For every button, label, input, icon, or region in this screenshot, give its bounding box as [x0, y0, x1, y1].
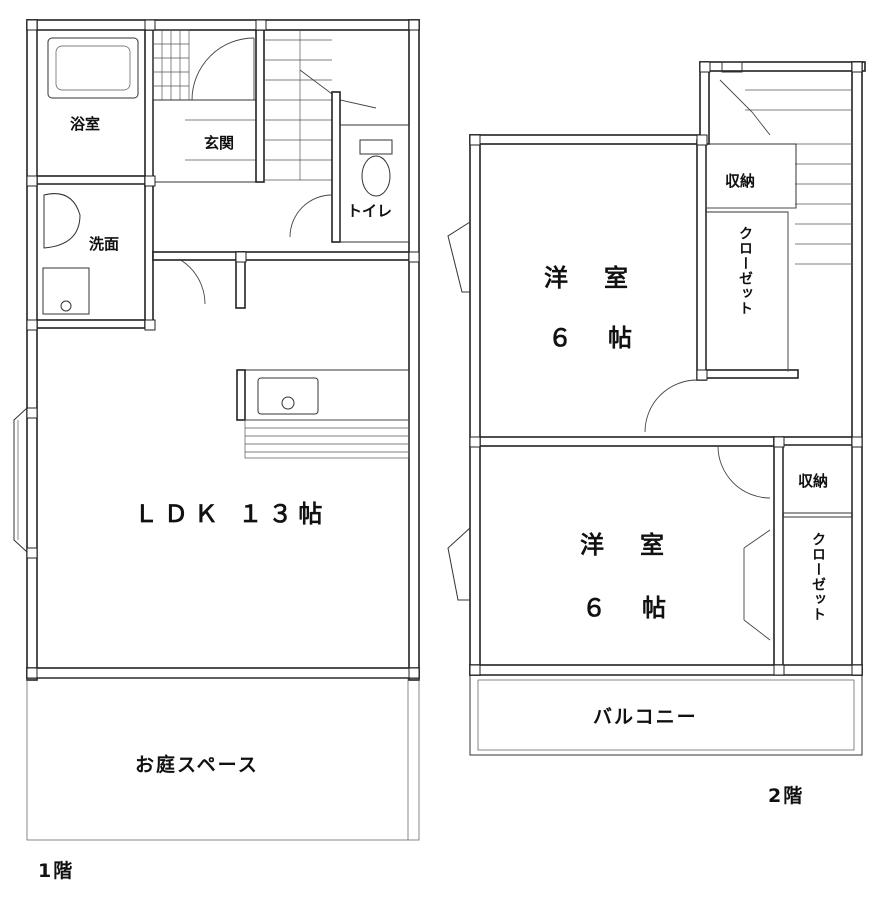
floor1-south-wall: [26, 667, 420, 679]
toilet-door-swing: [289, 194, 333, 238]
closet2-label: クローゼット: [810, 532, 826, 622]
floor1-stairs: [264, 30, 377, 181]
washing-machine-pan: [42, 267, 90, 315]
floor2-west-wall: [469, 134, 481, 676]
room1-door-swing: [644, 379, 698, 433]
bath-label: 浴室: [70, 115, 101, 133]
storage2-north-wall: [782, 436, 853, 446]
kitchen-floor-lines: [244, 419, 410, 459]
entrance-east-wall: [255, 29, 265, 183]
wash-basin: [43, 193, 81, 249]
floor2-north-wall-right: [699, 61, 866, 72]
room2-door-swing: [717, 445, 771, 499]
floor2-east-wall: [851, 61, 863, 676]
closet1-south-wall: [705, 369, 799, 379]
entrance-tiles: [152, 29, 190, 101]
toilet-bowl: [361, 155, 391, 197]
floor1-posts: [26, 19, 420, 679]
room1-east-wall: [696, 139, 707, 381]
storage1-label: 収納: [725, 172, 756, 190]
floor2-plan: [447, 61, 866, 756]
floor1-west-wall: [26, 19, 38, 681]
floor2-stair-west-wall: [699, 61, 710, 145]
floor1-plan: [13, 19, 420, 841]
room2-east-wall: [773, 436, 784, 666]
ldk-label: ＬＤＫ １３帖: [134, 500, 329, 528]
garden-label: お庭スペース: [135, 754, 259, 776]
floor2-bay-window-upper: [447, 221, 471, 293]
storage2-box: [782, 444, 853, 514]
floor2-stairs: [719, 61, 852, 265]
washroom-walls: [36, 183, 150, 325]
floor2-bay-window-lower: [447, 527, 471, 601]
closet1-label: クローゼット: [737, 226, 753, 316]
closet2-doors: [743, 529, 771, 641]
balcony-label: バルコニー: [593, 706, 698, 728]
garden-area: [26, 677, 420, 841]
kitchen-sink: [257, 377, 319, 415]
room2-name-label: 洋 室: [580, 531, 670, 559]
bath-south-wall: [36, 175, 150, 185]
entrance-door-swing: [191, 37, 255, 101]
washroom-east-wall: [144, 183, 154, 329]
toilet-west-wall: [331, 91, 341, 243]
bath-east-wall: [144, 29, 154, 187]
balcony-area: [469, 674, 863, 756]
floor1-bay-window: [13, 407, 28, 553]
floor1-north-wall: [26, 19, 420, 31]
washroom-south-wall: [36, 319, 154, 329]
floor2-posts: [469, 61, 863, 676]
floor1-east-wall: [408, 19, 420, 681]
washroom-label: 洗面: [89, 235, 120, 253]
room1-size-label: ６ 帖: [548, 324, 638, 352]
floor1-label: 1階: [38, 860, 75, 882]
room2-size-label: ６ 帖: [582, 594, 672, 622]
kitchen-end-wall: [236, 369, 246, 421]
bathtub: [47, 37, 139, 99]
toilet-room: [339, 124, 410, 243]
floor2-center-wall: [479, 436, 775, 447]
room1-name-label: 洋 室: [544, 264, 634, 292]
closet2-box: [782, 516, 853, 666]
floor2-south-wall: [469, 664, 863, 676]
storage2-label: 収納: [798, 472, 829, 490]
bath-walls: [36, 29, 150, 181]
floor2-north-wall-left: [469, 134, 707, 145]
toilet-tank: [359, 139, 393, 155]
floor2-label: 2階: [768, 785, 805, 807]
hallway-wall: [152, 251, 410, 261]
entrance-label: 玄関: [204, 134, 235, 152]
toilet-label: トイレ: [347, 202, 393, 220]
